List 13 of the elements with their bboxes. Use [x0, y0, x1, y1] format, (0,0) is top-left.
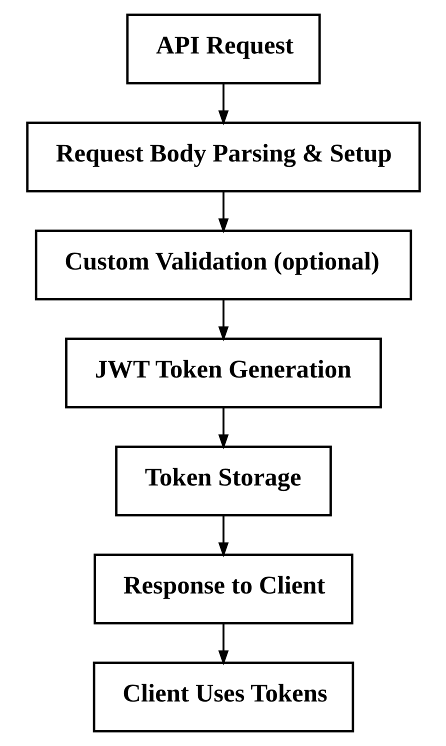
- arrow: [218, 83, 228, 126]
- arrow: [218, 515, 228, 558]
- node-box: API Request: [126, 14, 320, 84]
- node-box: Client Uses Tokens: [92, 662, 354, 732]
- node-box: Request Body Parsing & Setup: [26, 122, 420, 192]
- arrow: [218, 299, 228, 342]
- arrow: [218, 407, 228, 450]
- arrow: [218, 191, 228, 234]
- node-box: JWT Token Generation: [64, 338, 382, 408]
- node-box: Custom Validation (optional): [34, 230, 412, 300]
- node-box: Response to Client: [93, 554, 353, 624]
- arrow: [218, 623, 228, 666]
- node-box: Token Storage: [114, 446, 332, 516]
